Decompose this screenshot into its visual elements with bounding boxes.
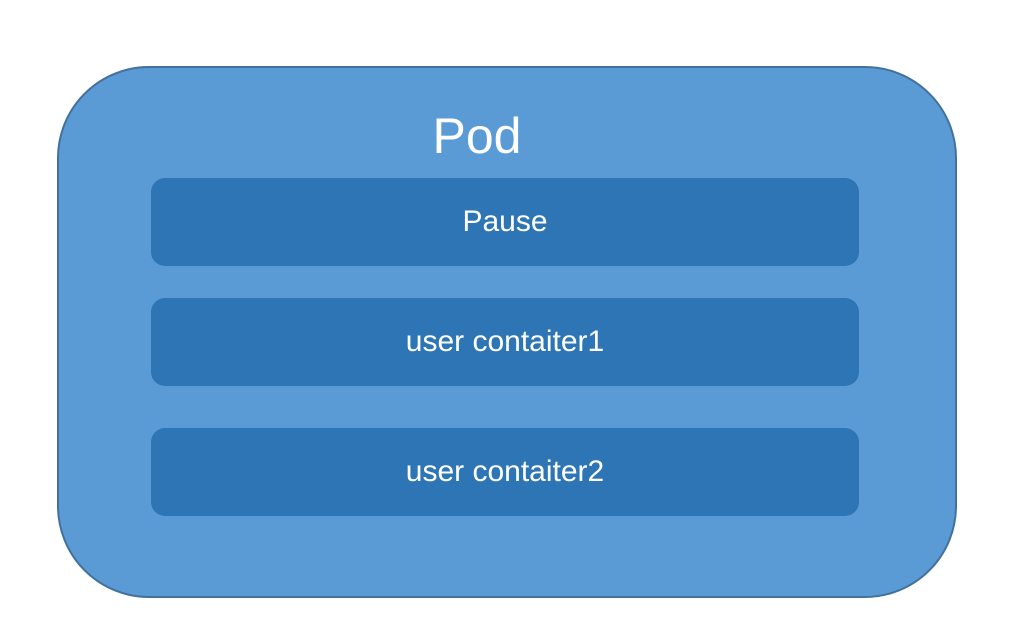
user-container-1-label: user contaiter1 <box>405 325 605 358</box>
user-container-2-label: user contaiter2 <box>405 455 605 488</box>
pod-title: Pod <box>432 108 522 164</box>
user-container-1-box: user contaiter1 <box>151 298 859 386</box>
pause-container-label: Pause <box>462 205 548 238</box>
user-container-2-box: user contaiter2 <box>151 428 859 516</box>
pause-container-box: Pause <box>151 178 859 266</box>
pod-box: Pod Pause user contaiter1 user contaiter… <box>57 66 957 598</box>
